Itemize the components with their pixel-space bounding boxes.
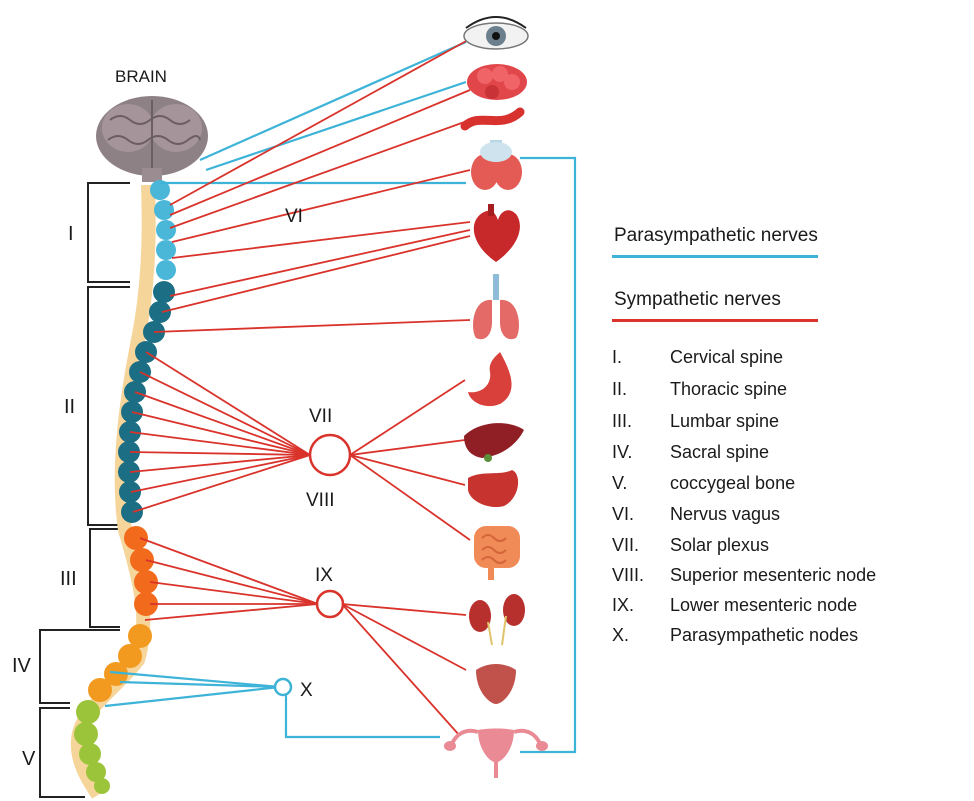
key-row: VII.Solar plexus xyxy=(612,534,769,556)
lungs-icon xyxy=(473,274,519,339)
key-row: I.Cervical spine xyxy=(612,346,783,368)
salivary-gland-icon xyxy=(467,64,527,100)
region-label-v: V xyxy=(22,748,36,770)
key-row: III.Lumbar spine xyxy=(612,410,779,432)
key-num: VII. xyxy=(612,534,670,556)
key-row: IV.Sacral spine xyxy=(612,441,769,463)
brain-icon xyxy=(96,96,208,182)
key-num: VI. xyxy=(612,503,670,525)
key-row: VIII.Superior mesenteric node xyxy=(612,564,876,586)
eye-icon xyxy=(464,17,528,49)
bladder-icon xyxy=(476,664,516,704)
key-label: Parasympathetic nodes xyxy=(670,625,858,645)
node-label-ix: IX xyxy=(315,565,333,586)
key-num: VIII. xyxy=(612,564,670,586)
node-label-vi: VI xyxy=(285,206,303,227)
brain-label: BRAIN xyxy=(115,67,167,86)
parasympathetic-node-x xyxy=(275,679,291,695)
legend-parasympathetic-label: Parasympathetic nerves xyxy=(614,225,818,247)
stomach-icon xyxy=(468,352,512,406)
key-label: Solar plexus xyxy=(670,535,769,555)
pancreas-icon xyxy=(468,470,518,507)
key-row: II.Thoracic spine xyxy=(612,378,787,400)
key-num: I. xyxy=(612,346,670,368)
key-label: coccygeal bone xyxy=(670,473,795,493)
spine-vertebrae xyxy=(74,180,176,794)
intestine-icon xyxy=(474,526,520,580)
key-label: Thoracic spine xyxy=(670,379,787,399)
key-label: Cervical spine xyxy=(670,347,783,367)
key-num: II. xyxy=(612,378,670,400)
key-label: Lower mesenteric node xyxy=(670,595,857,615)
legend-sympathetic-label: Sympathetic nerves xyxy=(614,289,781,311)
region-label-iv: IV xyxy=(12,655,32,677)
key-row: IX.Lower mesenteric node xyxy=(612,594,857,616)
bracket-lumbar xyxy=(90,529,120,627)
legend-sympathetic-line xyxy=(612,319,818,322)
kidneys-icon xyxy=(469,594,525,645)
solar-plexus-node xyxy=(310,435,350,475)
key-num: III. xyxy=(612,410,670,432)
region-label-ii: II xyxy=(64,396,75,418)
key-num: IV. xyxy=(612,441,670,463)
blood-vessel-icon xyxy=(465,112,520,126)
node-label-x: X xyxy=(300,680,313,701)
key-num: V. xyxy=(612,472,670,494)
key-label: Nervus vagus xyxy=(670,504,780,524)
key-row: VI.Nervus vagus xyxy=(612,503,780,525)
bracket-cervical xyxy=(88,183,130,282)
uterus-icon xyxy=(444,729,548,779)
lower-mesenteric-node xyxy=(317,591,343,617)
key-row: V.coccygeal bone xyxy=(612,472,795,494)
node-label-viii: VIII xyxy=(306,490,335,511)
key-row: X.Parasympathetic nodes xyxy=(612,624,858,646)
region-label-i: I xyxy=(68,223,74,245)
legend-panel: Parasympathetic nerves Sympathetic nerve… xyxy=(612,0,972,801)
heart-icon xyxy=(474,204,520,262)
region-label-iii: III xyxy=(60,568,77,590)
key-label: Lumbar spine xyxy=(670,411,779,431)
node-label-vii: VII xyxy=(309,406,332,427)
legend-parasympathetic-line xyxy=(612,255,818,258)
key-label: Superior mesenteric node xyxy=(670,565,876,585)
thyroid-icon xyxy=(471,140,522,190)
key-num: X. xyxy=(612,624,670,646)
liver-icon xyxy=(464,423,524,462)
key-num: IX. xyxy=(612,594,670,616)
key-label: Sacral spine xyxy=(670,442,769,462)
